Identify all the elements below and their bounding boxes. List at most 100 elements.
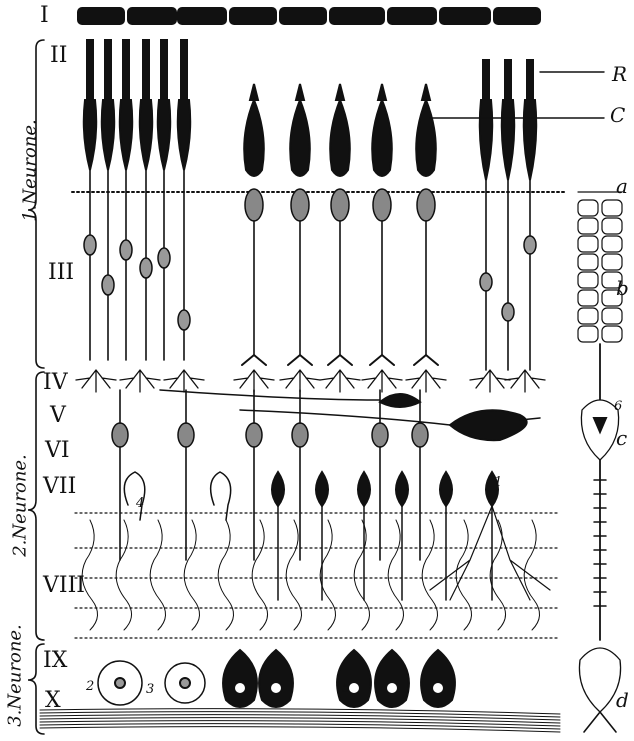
pigment-segment xyxy=(230,8,276,24)
optic-nerve-fiber xyxy=(40,715,560,720)
bipolar-cell-nucleus xyxy=(112,423,128,447)
muller-cell-compartment xyxy=(602,236,622,252)
callout-4: 4 xyxy=(136,497,144,510)
label-d: d xyxy=(616,690,629,710)
retina-illustration xyxy=(28,8,622,734)
pigment-segment xyxy=(494,8,540,24)
amacrine-cell-body xyxy=(272,472,284,506)
cone-nucleus xyxy=(291,189,309,221)
plexiform-branch xyxy=(150,520,165,630)
rod-inner-segment xyxy=(502,100,514,180)
muller-cell-compartment xyxy=(578,218,598,234)
pigment-segment xyxy=(388,8,436,24)
cone-inner-segment xyxy=(330,100,350,176)
cone-nucleus xyxy=(417,189,435,221)
cone-inner-segment xyxy=(290,100,310,176)
layer-label-9: IX xyxy=(43,650,67,672)
pigment-segment xyxy=(78,8,124,24)
cone-nucleus xyxy=(331,189,349,221)
rod-outer-segment xyxy=(87,40,93,100)
bracket-third-neurone xyxy=(28,644,44,734)
bipolar-cell-nucleus xyxy=(178,423,194,447)
ganglion-cell-body xyxy=(375,650,409,707)
rod-inner-segment xyxy=(178,100,190,170)
cone-inner-segment xyxy=(416,100,436,176)
pigment-segment xyxy=(178,8,226,24)
label-c: c xyxy=(616,428,627,448)
bipolar-dendrite-tuft xyxy=(120,370,160,392)
ganglion-cell-body xyxy=(223,650,257,707)
rod-outer-segment xyxy=(181,40,187,100)
plexiform-branch xyxy=(388,520,403,630)
rod-inner-segment xyxy=(140,100,152,170)
bipolar-dendrite-tuft xyxy=(362,370,402,392)
callout-5: 5 xyxy=(342,682,350,695)
cone-pedicle xyxy=(414,355,438,365)
bipolar-dendrite-tuft xyxy=(320,370,360,392)
horizontal-cell-process xyxy=(160,390,380,400)
muller-cell-compartment xyxy=(602,200,622,216)
muller-cell-compartment xyxy=(602,254,622,270)
cone-inner-segment xyxy=(372,100,392,176)
layer-label-8: VIII xyxy=(43,575,85,597)
layer-label-5: V xyxy=(50,405,66,427)
ganglion-nucleolus xyxy=(272,684,280,692)
rod-inner-segment xyxy=(120,100,132,170)
rod-nucleus xyxy=(524,236,536,254)
muller-cell-compartment xyxy=(578,308,598,324)
ganglion-nucleolus xyxy=(388,684,396,692)
group-label-second-neurone: 2.Neurone. xyxy=(10,446,31,566)
pigment-segment xyxy=(280,8,326,24)
label-a: a xyxy=(616,176,628,196)
layer-label-4: IV xyxy=(43,372,68,394)
ganglion-cell-body xyxy=(259,650,293,707)
rod-nucleus xyxy=(158,248,170,268)
label-cone: C xyxy=(610,105,625,125)
muller-cell-compartment xyxy=(578,236,598,252)
cone-nucleus xyxy=(373,189,391,221)
cone-pedicle xyxy=(242,355,266,365)
layer-label-2: II xyxy=(50,45,67,67)
pigment-segment xyxy=(440,8,490,24)
amacrine-cell-body xyxy=(358,472,370,506)
amacrine-cell-body xyxy=(396,472,408,506)
layer-label-1: I xyxy=(40,5,49,27)
bipolar-dendrite-tuft xyxy=(406,370,446,392)
rod-inner-segment xyxy=(102,100,114,170)
ganglion-cell-body xyxy=(421,650,455,707)
bipolar-cell-nucleus xyxy=(372,423,388,447)
cone-pedicle xyxy=(370,355,394,365)
rod-inner-segment xyxy=(524,100,536,180)
rod-nucleus xyxy=(84,235,96,255)
ganglion-cell-body xyxy=(337,650,371,707)
muller-cell-compartment xyxy=(578,254,598,270)
plexiform-branch xyxy=(116,520,131,630)
callout-3: 3 xyxy=(146,683,154,696)
pigment-segment xyxy=(128,8,176,24)
bipolar-dendrite-tuft xyxy=(164,370,204,392)
muller-cell-compartment xyxy=(602,218,622,234)
muller-cell-compartment xyxy=(578,326,598,342)
cone-nucleus xyxy=(245,189,263,221)
bipolar-dendrite-tuft xyxy=(76,370,116,392)
rod-nucleus xyxy=(120,240,132,260)
optic-nerve-fiber xyxy=(40,727,560,732)
muller-cell-compartment xyxy=(578,272,598,288)
label-b: b xyxy=(616,278,629,298)
rod-outer-segment xyxy=(505,60,511,100)
cone-pedicle xyxy=(328,355,352,365)
group-label-third-neurone: 3.Neurone. xyxy=(5,621,26,731)
muller-cell-compartment xyxy=(602,326,622,342)
callout-1: 1 xyxy=(494,476,502,489)
layer-label-6: VI xyxy=(45,440,70,462)
ganglion-nucleus xyxy=(115,678,125,688)
bipolar-dendrite-tuft xyxy=(505,370,545,392)
plexiform-branch xyxy=(456,520,471,630)
rod-outer-segment xyxy=(483,60,489,100)
layer-label-10: X xyxy=(45,690,61,712)
optic-nerve-fiber xyxy=(40,721,560,726)
optic-nerve-fiber xyxy=(40,712,560,717)
layer-label-7: VII xyxy=(43,476,76,498)
optic-nerve-fiber xyxy=(40,724,560,729)
label-rod: R xyxy=(612,64,627,84)
